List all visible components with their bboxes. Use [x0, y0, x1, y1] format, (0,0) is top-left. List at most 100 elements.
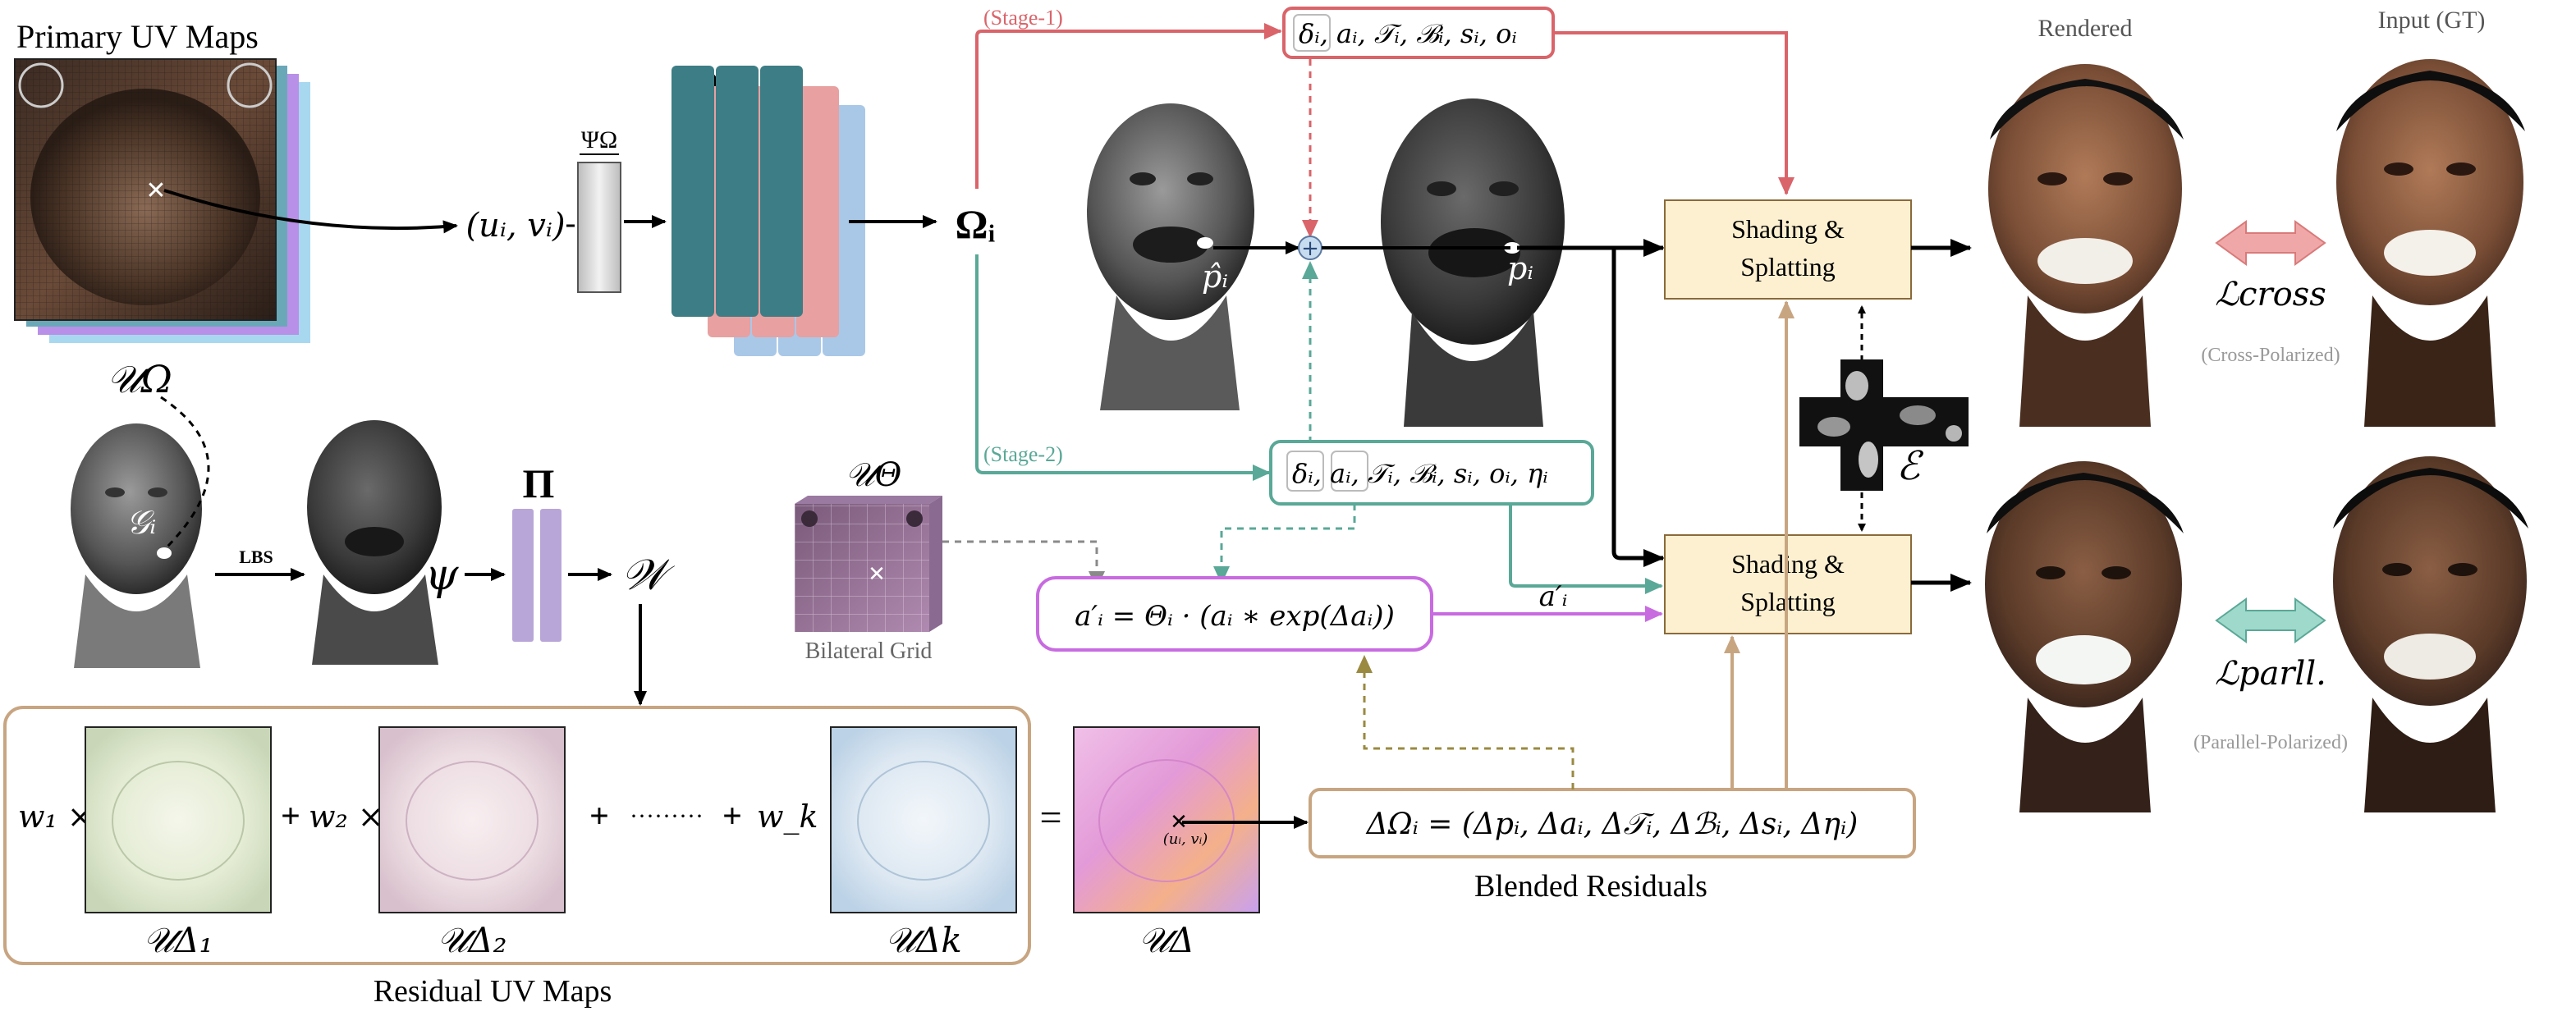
psi-label: ψ [425, 551, 460, 600]
stage2-params-box: δᵢ, aᵢ, 𝒯ᵢ, ℬᵢ, sᵢ, oᵢ, ηᵢ [1269, 440, 1594, 506]
u-delta1-label: 𝒰Δ₁ [144, 920, 213, 960]
psi-omega-label: ΨΩ [581, 126, 617, 153]
template-head [71, 423, 202, 668]
p-hat-label: p̂ᵢ [1202, 259, 1228, 295]
residual-uv-maps-box: w₁ × 𝒰Δ₁ + w₂ × 𝒰Δ₂ + ········· + w_k × … [3, 706, 1031, 965]
plus-1: + [281, 798, 300, 835]
pi-bar-2 [540, 509, 561, 642]
psi-omega-block [577, 162, 621, 293]
delta-omega-text: ΔΩᵢ = (Δpᵢ, Δaᵢ, Δ𝒯ᵢ, Δℬᵢ, Δsᵢ, Δηᵢ) [1365, 808, 1859, 841]
gt-face-parallel [2333, 456, 2528, 812]
pi-label: Π [523, 460, 555, 506]
deformed-point [1504, 242, 1520, 254]
blended-uv-map: ✕ [1073, 726, 1260, 913]
arrow-uv-to-coord [163, 189, 458, 234]
g-i-label: 𝒢ᵢ [126, 504, 157, 542]
delta-omega-box: ΔΩᵢ = (Δpᵢ, Δaᵢ, Δ𝒯ᵢ, Δℬᵢ, Δsᵢ, Δηᵢ) [1309, 788, 1916, 858]
stage2-a-highlight [1331, 451, 1368, 492]
shading2-label: Shading & [1731, 549, 1845, 579]
uv-corner-circle-right [227, 62, 273, 108]
parallel-polarized-label: (Parallel-Polarized) [2193, 732, 2348, 753]
stage1-path [975, 23, 1282, 189]
equals-sign: = [1039, 796, 1061, 840]
phi-bar-teal-3 [760, 66, 803, 317]
plus-2: + [589, 798, 609, 835]
stage2-delta-highlight [1286, 451, 1324, 492]
uv-small-label: (uᵢ, vᵢ) [1163, 831, 1208, 848]
stage1-label: (Stage-1) [983, 6, 1063, 30]
shading-box-1: Shading & Splatting [1664, 199, 1912, 300]
omega-i-label: Ωᵢ [956, 201, 996, 247]
canonical-head [1087, 103, 1254, 410]
cross-polarized-label: (Cross-Polarized) [2201, 345, 2340, 366]
stage1-params-box: δᵢ, aᵢ, 𝒯ᵢ, ℬᵢ, sᵢ, oᵢ [1282, 7, 1555, 59]
p-i-label: pᵢ [1507, 250, 1533, 286]
phi-omega-network: ΦΩ [672, 57, 865, 356]
bilateral-grid: 𝒰Θ ✕ Bilateral Grid [795, 456, 942, 664]
a-prime-eq-text: a′ᵢ = Θᵢ · (aᵢ ∗ exp(Δaᵢ)) [1075, 600, 1395, 633]
uv-corner-circle-left [18, 62, 64, 108]
pi-bar-1 [512, 509, 534, 642]
blended-residuals-label: Blended Residuals [1474, 869, 1707, 904]
stage1-to-shading1 [1553, 31, 1794, 195]
residual-uv-maps-label: Residual UV Maps [374, 974, 612, 1009]
shading1-label: Shading & [1731, 214, 1845, 244]
dashed-uv-to-template [160, 396, 210, 551]
bilateral-grid-label: Bilateral Grid [805, 638, 933, 664]
template-point [157, 547, 172, 559]
cross-loss-arrow [2215, 220, 2326, 266]
rendered-face-cross [1988, 64, 2184, 427]
rendered-face-parallel [1985, 461, 2184, 812]
uv-coord-label: (uᵢ, vᵢ) [465, 207, 565, 245]
gt-face-cross [2336, 59, 2525, 427]
u-theta-label: 𝒰Θ [846, 456, 902, 494]
lbs-label: LBS [239, 547, 273, 567]
bilateral-to-eq [942, 540, 1105, 589]
deformed-head [1381, 98, 1565, 427]
phi-bar-teal-1 [672, 66, 714, 317]
plus-node-symbol: + [1301, 236, 1319, 261]
phi-bar-teal-2 [716, 66, 759, 317]
u-delta-label: 𝒰Δ [1139, 920, 1194, 960]
w-label: 𝒲 [621, 551, 676, 600]
stage2-label: (Stage-2) [983, 442, 1063, 466]
plus-3: + [722, 798, 742, 835]
pi-network: Π [512, 460, 561, 642]
rendered-header: Rendered [2038, 15, 2133, 42]
input-gt-header: Input (GT) [2378, 7, 2486, 34]
parallel-loss-arrow [2215, 597, 2326, 643]
canonical-point [1197, 237, 1213, 249]
stage2-a-dashed [1213, 504, 1356, 584]
l-cross-label: ℒcross [2215, 276, 2326, 313]
shading1-label-2: Splatting [1740, 252, 1836, 281]
u-omega-label: 𝒰Ω [107, 357, 172, 401]
residual-map-2 [378, 726, 566, 913]
stage2-to-shading2 [1509, 504, 1663, 594]
svg-text:✕: ✕ [1170, 810, 1188, 835]
uv-sample-cross: ✕ [145, 176, 166, 205]
residual-map-k [830, 726, 1017, 913]
primary-uv-maps-group: Primary UV Maps ✕ 𝒰Ω [14, 18, 310, 401]
phi-bar-pink-3 [796, 86, 839, 337]
w2-label: w₂ × [309, 799, 384, 835]
dots-label: ········· [630, 803, 704, 830]
stage1-params-text: δᵢ, aᵢ, 𝒯ᵢ, ℬᵢ, sᵢ, oᵢ [1299, 18, 1517, 49]
stage2-params-text: δᵢ, aᵢ, 𝒯ᵢ, ℬᵢ, sᵢ, oᵢ, ηᵢ [1292, 458, 1548, 489]
arrow-pi-to-shading2 [1611, 248, 1665, 567]
u-deltak-label: 𝒰Δk [885, 920, 962, 960]
stage1-delta-highlight [1293, 14, 1331, 52]
posed-head [307, 420, 442, 665]
residual-map-1 [85, 726, 272, 913]
svg-text:✕: ✕ [868, 562, 886, 587]
stage2-path [975, 254, 1271, 481]
a-prime-eq-box: a′ᵢ = Θᵢ · (aᵢ ∗ exp(Δaᵢ)) [1036, 576, 1433, 652]
error-label: ℰ [1896, 443, 1924, 489]
delta-a-dashed [1356, 655, 1574, 789]
a-prime-arrow-label: a′ᵢ [1539, 580, 1568, 613]
u-delta2-label: 𝒰Δ₂ [438, 920, 507, 960]
w1-label: w₁ × [18, 799, 94, 835]
primary-uv-maps-title: Primary UV Maps [16, 18, 259, 55]
psi-omega-encoder: ΨΩ [577, 126, 621, 293]
error-map [1799, 359, 1969, 491]
l-parll-label: ℒparll. [2215, 655, 2326, 693]
